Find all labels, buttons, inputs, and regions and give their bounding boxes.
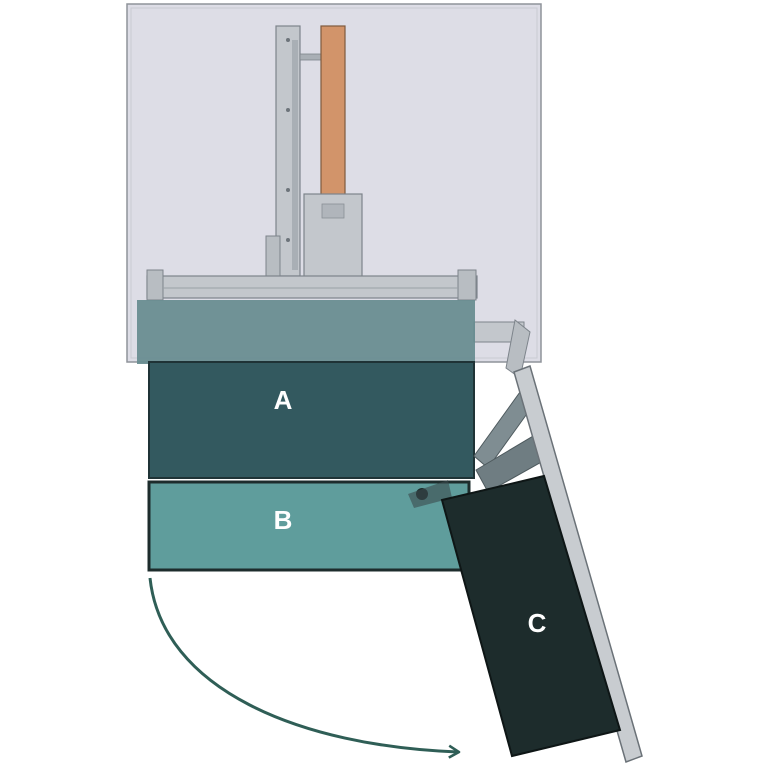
panel-a-body: [148, 361, 475, 479]
panel-b-label: B: [274, 505, 293, 535]
rail-screw: [286, 188, 290, 192]
mechanism-crossbar: [299, 53, 323, 61]
panel-c-label: C: [528, 608, 547, 638]
support-bar: [146, 269, 478, 301]
hinge-arm: [473, 319, 531, 379]
pivot-link: [408, 480, 452, 508]
panel-a: A: [137, 300, 475, 479]
support-bar-main: [146, 275, 478, 299]
mechanism-left-rail-inner: [292, 40, 298, 270]
rail-screw: [286, 108, 290, 112]
panel-a-label: A: [274, 385, 293, 415]
rail-screw: [286, 38, 290, 42]
rail-screw: [286, 238, 290, 242]
panel-c: C: [440, 474, 622, 758]
motion-arrow: [148, 577, 458, 752]
mechanism-housing-inner: [321, 203, 345, 219]
panel-b: B: [147, 480, 471, 572]
panel-a-top-band: [137, 300, 475, 364]
support-bar-left-end: [146, 269, 164, 301]
wood-strip: [320, 25, 346, 199]
support-bar-right-end: [457, 269, 477, 301]
mechanism-left-bracket: [265, 235, 281, 279]
panel-c-body: [440, 474, 622, 758]
